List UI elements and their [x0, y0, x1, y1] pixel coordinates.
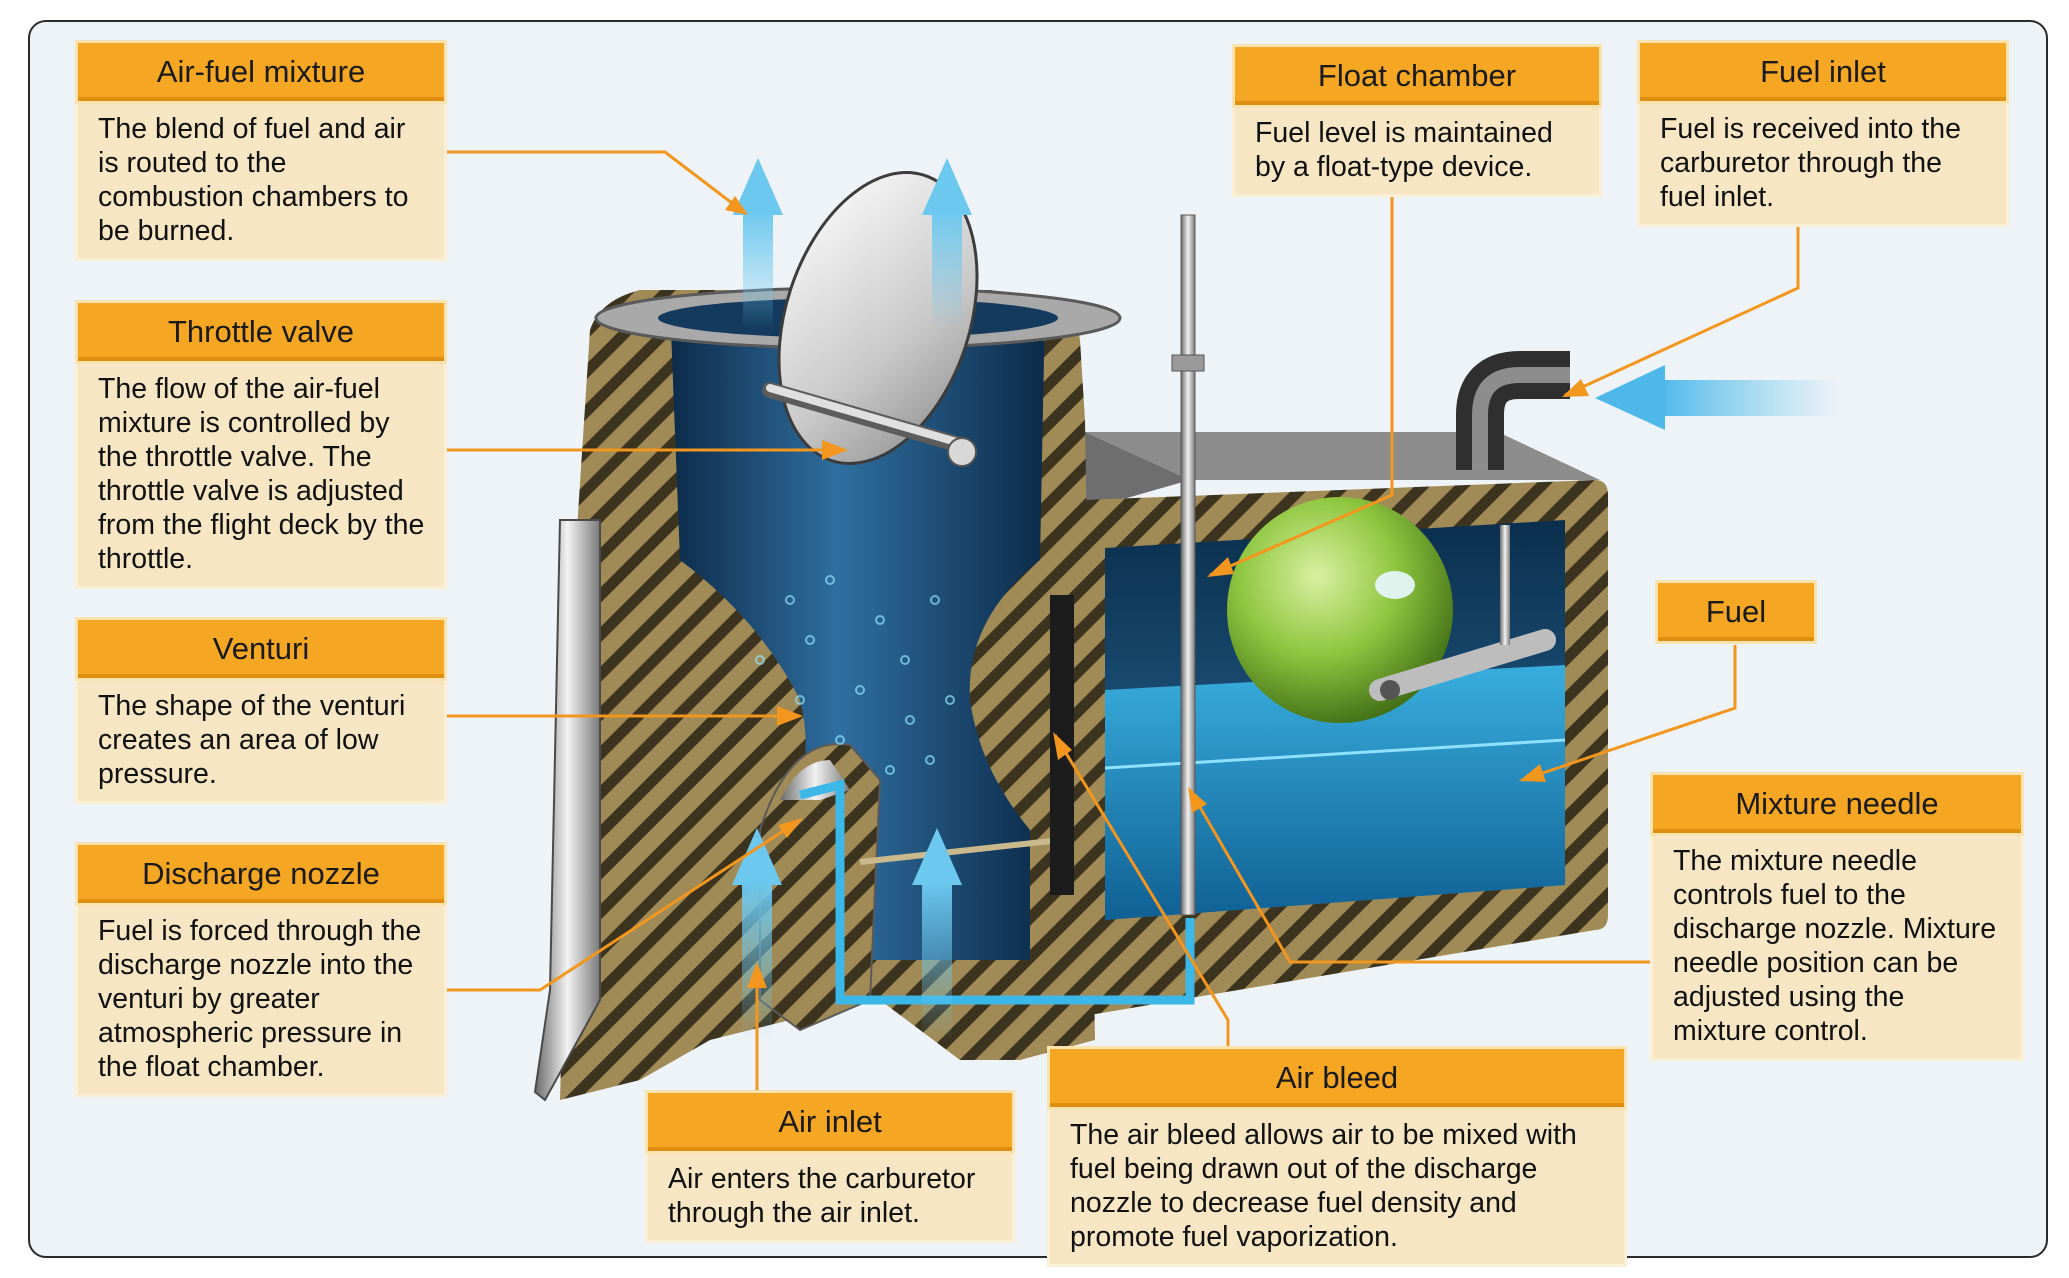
- callout-body: Fuel level is maintained by a float-type…: [1232, 108, 1602, 197]
- callout-title: Discharge nozzle: [75, 842, 447, 906]
- callout-body: The mixture needle controls fuel to the …: [1650, 836, 2024, 1061]
- leader-fuel: [1521, 645, 1737, 782]
- callout-title: Fuel inlet: [1637, 40, 2009, 104]
- leader-lines: [447, 150, 1800, 1090]
- fuel-arrow-inlet: [1595, 365, 1840, 430]
- leader-air-bleed: [1053, 734, 1230, 1046]
- venturi-throat: [670, 305, 1045, 1000]
- fuel-inlet-fitting: [1456, 351, 1570, 470]
- float: [1227, 497, 1556, 723]
- callout-title: Air bleed: [1047, 1046, 1627, 1110]
- leader-discharge-nozzle: [447, 818, 801, 992]
- air-flow-arrows: [732, 158, 1840, 1040]
- callout-body: Air enters the carburetor through the ai…: [645, 1154, 1015, 1243]
- leader-air-fuel-mixture: [447, 150, 746, 215]
- callout-title: Venturi: [75, 617, 447, 681]
- callout-air-bleed: Air bleed The air bleed allows air to be…: [1047, 1046, 1627, 1267]
- callout-air-fuel-mixture: Air-fuel mixture The blend of fuel and a…: [75, 40, 447, 261]
- air-arrow-inlet-right: [912, 828, 962, 1040]
- leader-mixture-needle: [1188, 789, 1650, 964]
- throttle-valve: [762, 171, 979, 467]
- air-arrow-outlet-right: [922, 158, 972, 330]
- leader-fuel-inlet: [1564, 215, 1800, 397]
- callout-body: Fuel is forced through the discharge noz…: [75, 906, 447, 1097]
- callout-body: The flow of the air-fuel mixture is cont…: [75, 364, 447, 589]
- callout-body: Fuel is received into the carburetor thr…: [1637, 104, 2009, 227]
- fuel-droplets: [755, 575, 955, 775]
- callout-title: Air inlet: [645, 1090, 1015, 1154]
- callout-mixture-needle: Mixture needle The mixture needle contro…: [1650, 772, 2024, 1061]
- callout-title: Fuel: [1655, 580, 1817, 644]
- callout-title: Float chamber: [1232, 44, 1602, 108]
- carburetor-body: [533, 171, 1608, 1102]
- callout-body: The air bleed allows air to be mixed wit…: [1047, 1110, 1627, 1267]
- callout-body: The shape of the venturi creates an area…: [75, 681, 447, 804]
- fuel-passage: [798, 779, 1195, 1005]
- discharge-nozzle-body: [759, 743, 882, 1032]
- mixture-needle: [1171, 214, 1205, 916]
- fuel-volume: [1105, 665, 1565, 920]
- air-arrow-outlet-left: [733, 158, 783, 330]
- callout-title: Throttle valve: [75, 300, 447, 364]
- callout-discharge-nozzle: Discharge nozzle Fuel is forced through …: [75, 842, 447, 1097]
- mounting-flange: [533, 519, 601, 1102]
- callout-float-chamber: Float chamber Fuel level is maintained b…: [1232, 44, 1602, 197]
- callout-title: Mixture needle: [1650, 772, 2024, 836]
- callout-venturi: Venturi The shape of the venturi creates…: [75, 617, 447, 804]
- callout-fuel-inlet: Fuel inlet Fuel is received into the car…: [1637, 40, 2009, 227]
- callout-fuel: Fuel: [1655, 580, 1817, 644]
- callout-body: The blend of fuel and air is routed to t…: [75, 104, 447, 261]
- callout-air-inlet: Air inlet Air enters the carburetor thro…: [645, 1090, 1015, 1243]
- leader-float-chamber: [1209, 187, 1394, 577]
- callout-throttle-valve: Throttle valve The flow of the air-fuel …: [75, 300, 447, 589]
- callout-title: Air-fuel mixture: [75, 40, 447, 104]
